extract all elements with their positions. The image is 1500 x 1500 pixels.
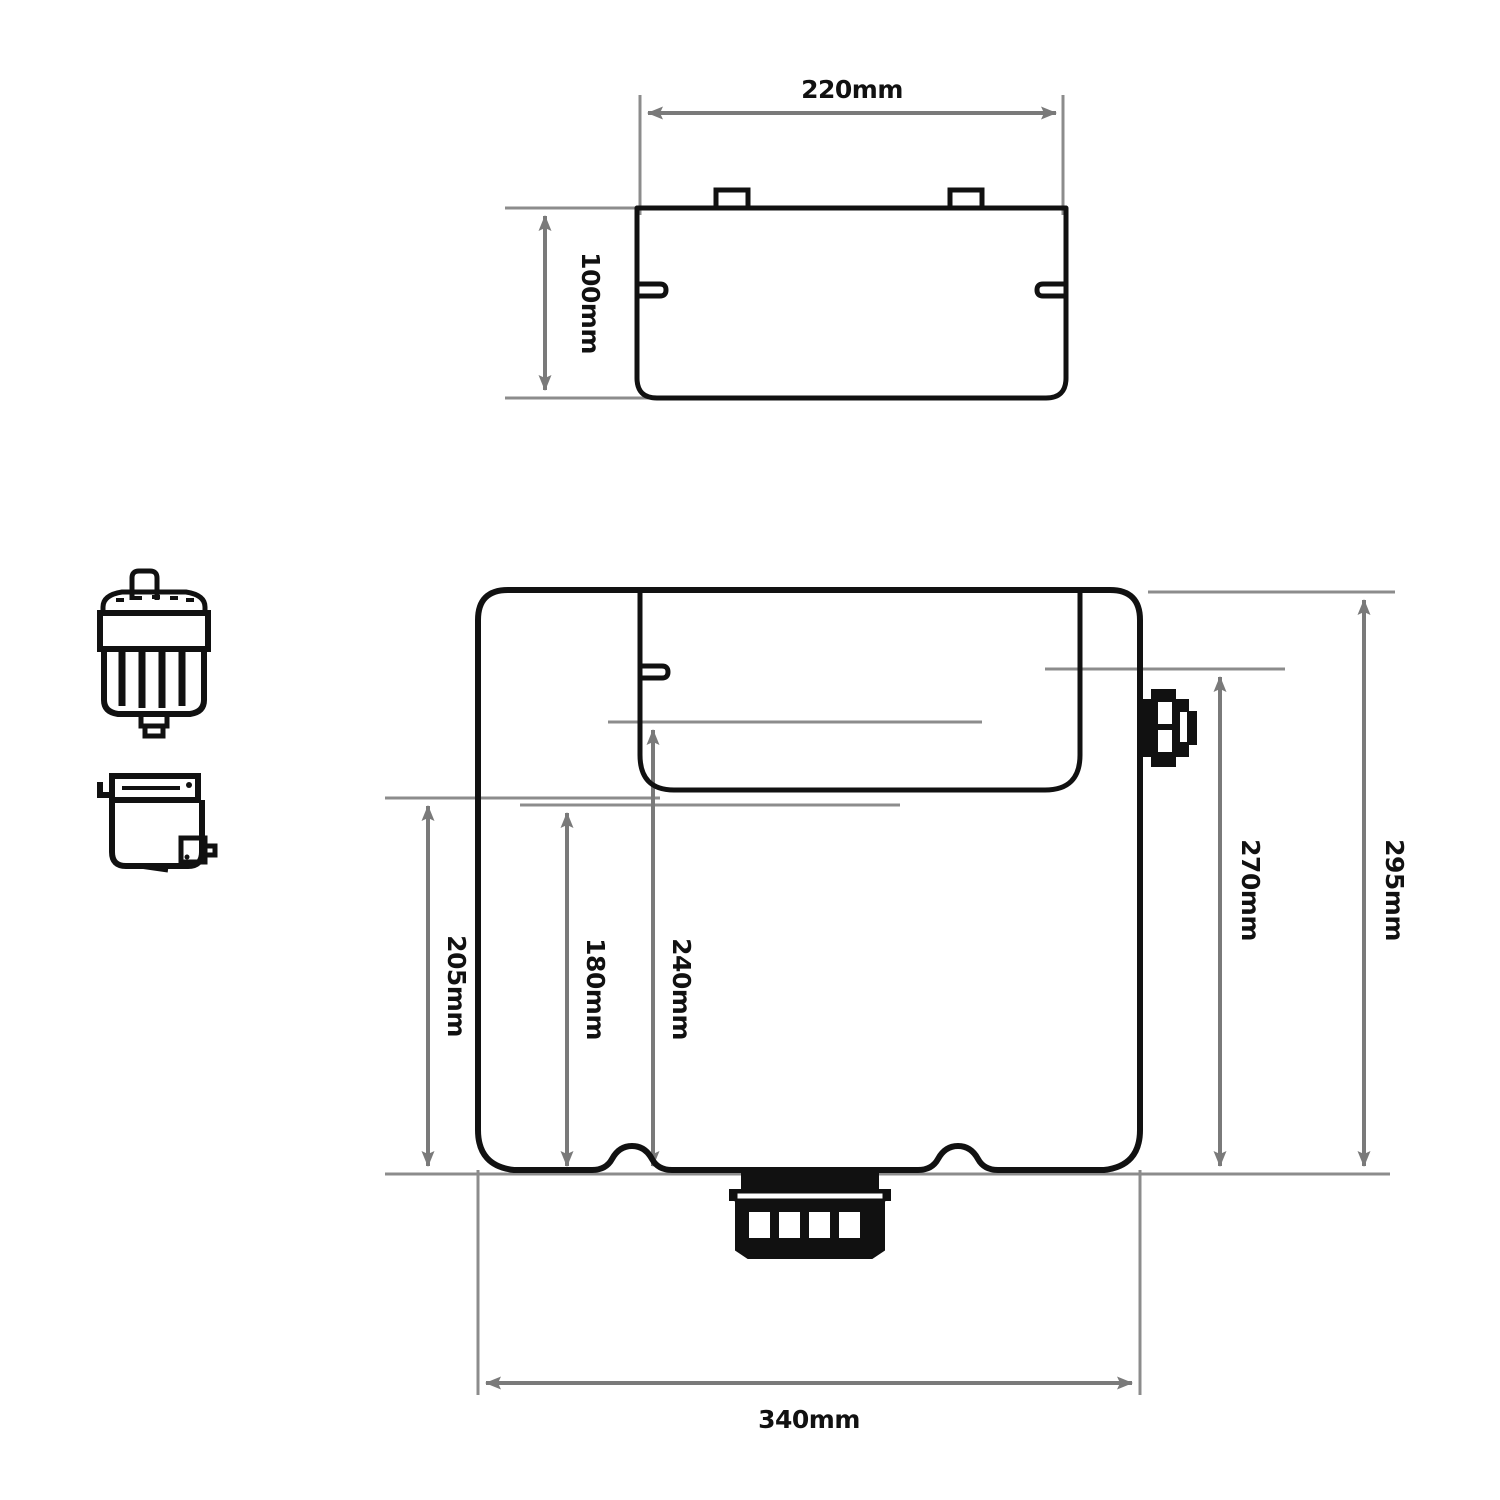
tank-body-outline <box>475 587 1143 1173</box>
side-notch-right <box>1034 281 1066 299</box>
dimension-label-295mm: 295mm <box>1380 839 1409 941</box>
clamp-arm-tip <box>97 782 112 798</box>
side-outlet-body <box>1139 689 1197 767</box>
bottom-outlet-groove <box>736 1192 884 1200</box>
dimension-label-205mm: 205mm <box>442 935 471 1037</box>
inner-panel <box>637 587 1083 793</box>
side-outlet-slot-bottom <box>1158 730 1172 752</box>
bottom-outlet-slot-2 <box>779 1212 800 1238</box>
strainer-vent-marks <box>116 595 194 602</box>
bottom-outlet-slot-3 <box>809 1212 830 1238</box>
clamp-top-bar <box>109 773 201 803</box>
strainer-cap <box>100 589 208 616</box>
bottom-outlet-slot-1 <box>749 1212 770 1238</box>
dimension-label-340mm: 340mm <box>758 1405 860 1434</box>
dimension-label-220mm: 220mm <box>801 75 903 104</box>
bottom-outlet-slot-4 <box>839 1212 860 1238</box>
clamp-lug-hole-icon <box>184 854 190 860</box>
dimension-label-180mm: 180mm <box>581 938 610 1040</box>
side-outlet-slot-top <box>1158 702 1172 724</box>
filter-strainer-part <box>97 568 211 739</box>
clamp-foot <box>139 863 169 873</box>
lid-body-outline <box>634 205 1069 401</box>
top-view: 220mm 100mm <box>505 75 1069 401</box>
side-outlet-fitting <box>1139 689 1197 767</box>
bottom-outlet-groove-edge <box>734 1190 886 1202</box>
dimension-label-240mm: 240mm <box>667 938 696 1040</box>
lid-tab-right <box>947 187 985 208</box>
strainer-spigot-tip <box>142 723 166 739</box>
side-notch-left <box>637 281 669 299</box>
bottom-outlet-fitting <box>729 1171 891 1259</box>
dimension-label-100mm: 100mm <box>576 252 605 354</box>
clamp-hole-icon <box>186 782 192 788</box>
inner-panel-tab <box>640 663 671 681</box>
clamp-lug <box>178 835 208 865</box>
strainer-basket <box>101 646 207 717</box>
front-view: 205mm 180mm 240mm 270mm 295mm 340mm <box>385 587 1409 1434</box>
clamp-lug-nub <box>205 843 218 858</box>
strainer-basket-slots <box>118 652 186 708</box>
side-outlet-slot-outer <box>1180 712 1187 742</box>
strainer-handle-icon <box>129 568 160 600</box>
bracket-clamp-part <box>97 773 218 873</box>
dimension-label-270mm: 270mm <box>1236 839 1265 941</box>
lid-tab-left <box>713 187 751 208</box>
